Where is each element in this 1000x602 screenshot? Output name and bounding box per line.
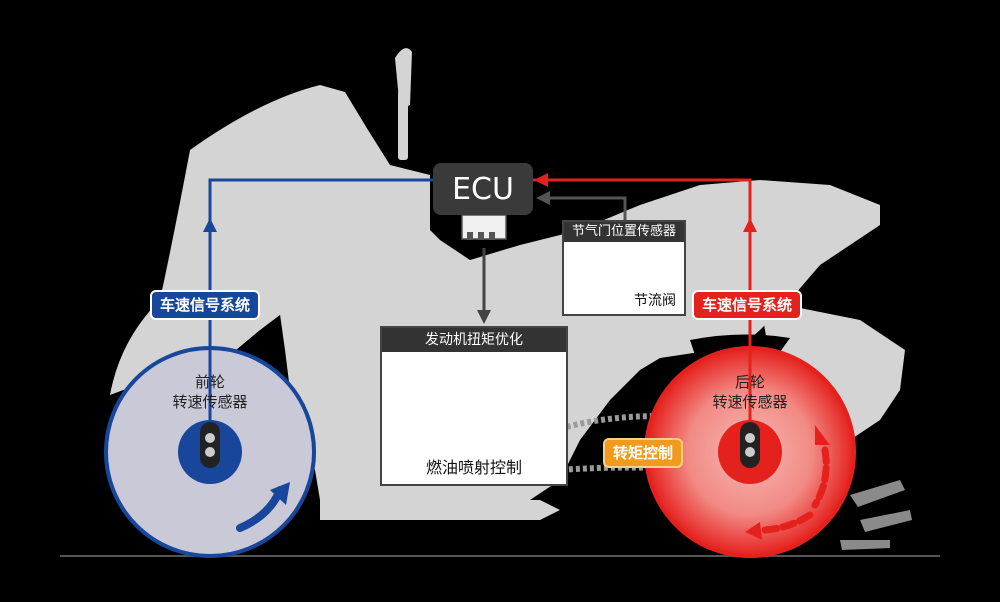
- throttle-panel-title: 节气门位置传感器: [564, 222, 684, 242]
- ecu-to-engine-arrow: [477, 310, 491, 324]
- front-signal-arrow: [203, 218, 217, 232]
- front-sensor-label: 前轮 转速传感器: [150, 372, 270, 412]
- front-sensor-label-line1: 前轮: [194, 373, 225, 391]
- ecu-box: ECU: [433, 163, 533, 215]
- engine-panel: 发动机扭矩优化 燃油喷射控制: [380, 326, 568, 486]
- engine-panel-title: 发动机扭矩优化: [382, 328, 566, 352]
- spray-marks: [840, 480, 912, 550]
- ecu-label: ECU: [452, 171, 514, 207]
- rear-signal-arrow-up: [743, 218, 757, 232]
- ecu-connector: [461, 214, 507, 240]
- torque-control-tag: 转矩控制: [603, 438, 684, 468]
- rear-sensor-label-line2: 转速传感器: [712, 393, 788, 411]
- throttle-panel-caption: 节流阀: [634, 293, 676, 309]
- front-rotation-arrowhead: [270, 482, 290, 505]
- rear-speed-signal-tag: 车速信号系统: [692, 290, 803, 320]
- front-signal-line: [208, 178, 433, 420]
- front-sensor-label-line2: 转速传感器: [172, 393, 248, 411]
- throttle-signal-arrow: [536, 191, 550, 205]
- throttle-panel: 节气门位置传感器 节流阀: [562, 220, 686, 316]
- rear-rotation-arrows: [745, 425, 830, 540]
- rear-sensor-icon: [740, 422, 760, 468]
- engine-panel-caption: 燃油喷射控制: [425, 458, 522, 477]
- rear-sensor-label-line1: 后轮: [734, 373, 765, 391]
- front-speed-signal-tag: 车速信号系统: [150, 290, 261, 320]
- throttle-signal-line: [548, 196, 627, 220]
- rear-signal-line: [533, 178, 752, 420]
- rear-signal-arrow-left: [534, 173, 548, 187]
- front-sensor-icon: [200, 422, 220, 468]
- rear-sensor-label: 后轮 转速传感器: [690, 372, 810, 412]
